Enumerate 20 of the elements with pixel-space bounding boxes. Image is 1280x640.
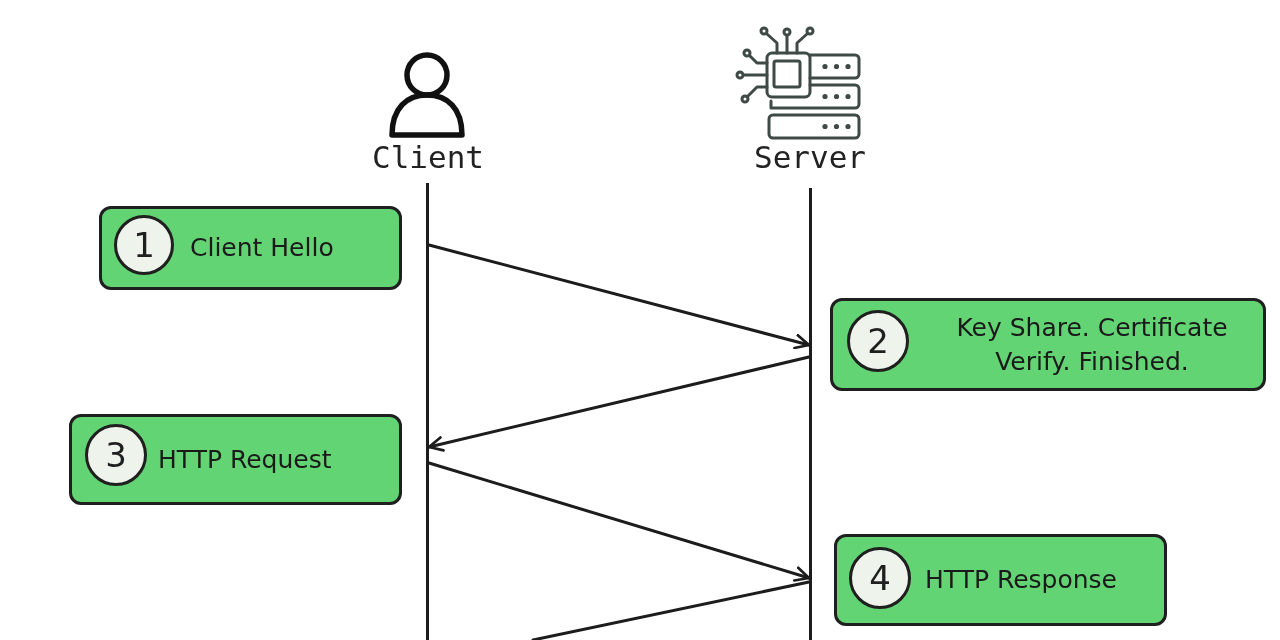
step-number: 2	[847, 310, 909, 372]
step-number: 3	[85, 424, 147, 486]
note-box	[830, 298, 1266, 391]
step-number: 1	[114, 215, 174, 275]
arrow	[427, 355, 811, 452]
note-box	[69, 414, 402, 505]
note-text: HTTP Request	[158, 443, 332, 476]
lifeline	[809, 188, 812, 640]
note-text: HTTP Response	[925, 564, 1117, 596]
note-box	[834, 534, 1167, 626]
message-line	[531, 580, 811, 640]
participant-label: Server	[753, 139, 867, 175]
step-number: 4	[849, 547, 911, 609]
note-text: Client Hello	[190, 232, 334, 264]
note-text: Key Share. Certificate Verify. Finished.	[955, 311, 1229, 378]
arrow	[427, 461, 811, 582]
lifeline	[426, 183, 429, 640]
note-box	[99, 206, 402, 290]
arrow	[427, 243, 811, 350]
participant-label: Client	[371, 139, 485, 175]
